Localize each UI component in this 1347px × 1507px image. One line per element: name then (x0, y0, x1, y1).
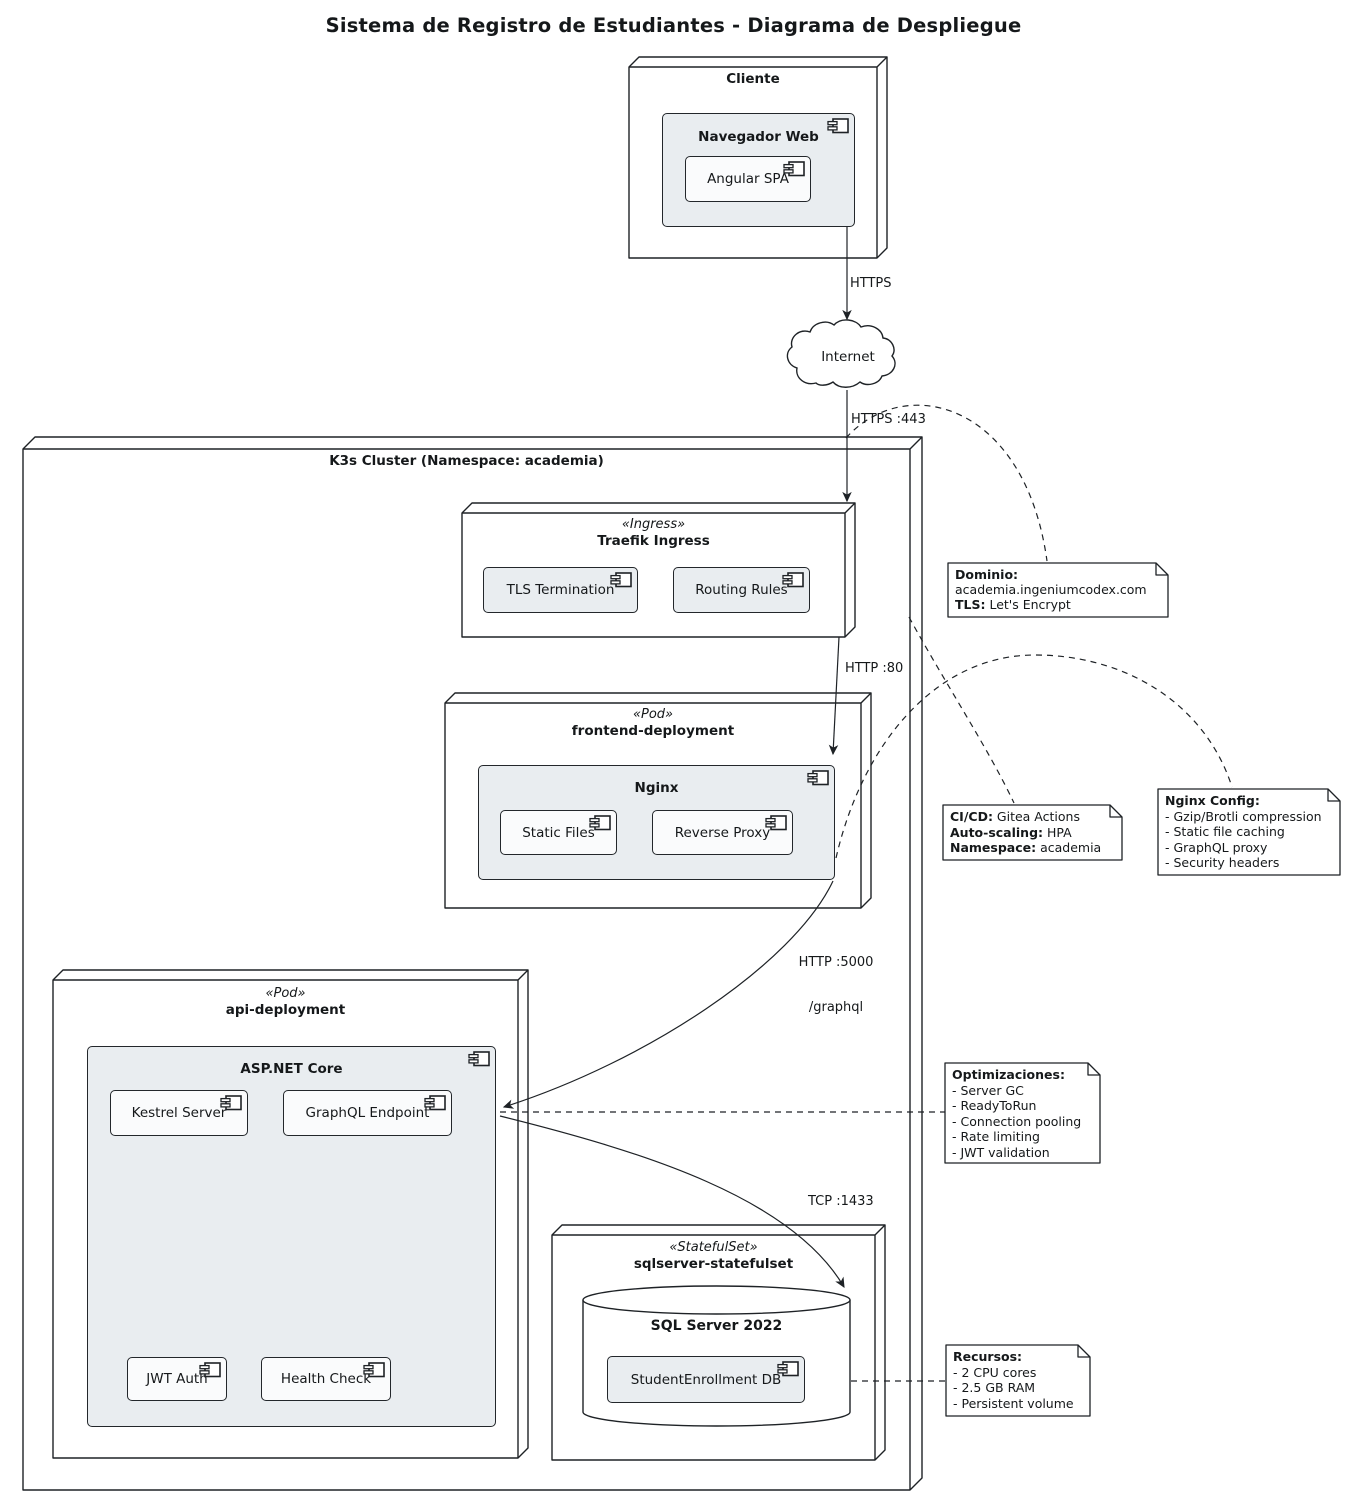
internet-cloud-label: Internet (821, 349, 875, 365)
component-label: Navegador Web (698, 129, 819, 145)
component-tls-termination: TLS Termination (483, 567, 638, 613)
edge-http-5000 (502, 880, 834, 1109)
stereotype: «StatefulSet» (669, 1240, 758, 1255)
stereotype: «Pod» (632, 707, 674, 722)
component-angular-spa: Angular SPA (685, 156, 811, 202)
connector-dominio-note (845, 404, 1048, 562)
component-static-files: Static Files (500, 810, 617, 855)
node-cluster-label: K3s Cluster (Namespace: academia) (329, 453, 604, 469)
component-label: Health Check (280, 1371, 372, 1387)
database-label: SQL Server 2022 (650, 1318, 783, 1334)
component-icon (765, 815, 787, 831)
note-line: Optimizaciones: (952, 1067, 1065, 1082)
connector-cicd-note (908, 616, 1015, 804)
note-line: academia.ingeniumcodex.com (955, 582, 1147, 597)
component-label: Kestrel Server (131, 1105, 227, 1121)
component-icon (199, 1362, 221, 1378)
note-dominio-shape (947, 562, 1169, 618)
component-icon (782, 572, 804, 588)
stereotype: «Ingress» (621, 517, 686, 532)
note-line: - Static file caching (1165, 824, 1285, 839)
component-icon (363, 1362, 385, 1378)
component-icon (424, 1095, 446, 1111)
note-nginx-config: Nginx Config:- Gzip/Brotli compression- … (1158, 789, 1340, 875)
component-icon (610, 572, 632, 588)
note-line: - JWT validation (952, 1144, 1050, 1160)
note-line: - GraphQL proxy (1165, 839, 1268, 855)
component-label: Nginx (634, 780, 679, 796)
note-line: - 2 CPU cores (953, 1364, 1037, 1380)
component-icon (777, 1361, 799, 1377)
note-line: Auto-scaling: HPA (950, 824, 1072, 840)
component-student-enrollment-db: StudentEnrollment DB (607, 1356, 805, 1403)
component-label: ASP.NET Core (240, 1061, 343, 1077)
component-icon (589, 815, 611, 831)
node-api-label: «Pod» api-deployment (53, 986, 518, 1019)
component-label: StudentEnrollment DB (630, 1371, 782, 1388)
component-reverse-proxy: Reverse Proxy (652, 810, 793, 855)
note-recursos: Recursos:- 2 CPU cores- 2.5 GB RAM- Pers… (946, 1345, 1090, 1415)
node-traefik-label: «Ingress» Traefik Ingress (462, 517, 845, 550)
connector-nginx-config-note (835, 654, 1233, 859)
stereotype: «Pod» (265, 986, 306, 1001)
component-kestrel-server: Kestrel Server (110, 1090, 248, 1136)
edge-label-http-5000: HTTP :5000 /graphql (798, 955, 874, 1015)
note-line: TLS: Let's Encrypt (955, 597, 1071, 612)
note-line: - Gzip/Brotli compression (1165, 808, 1322, 824)
component-icon (807, 770, 829, 786)
node-frontend-label: «Pod» frontend-deployment (445, 707, 861, 740)
note-line: Recursos: (953, 1349, 1023, 1364)
edge-label-tcp-1433: TCP :1433 (808, 1194, 874, 1209)
note-line: Dominio: (955, 567, 1019, 582)
node-cliente-label: Cliente (726, 71, 780, 87)
component-icon (827, 118, 849, 134)
component-label: Static Files (522, 824, 595, 841)
note-line: Namespace: academia (950, 840, 1102, 855)
note-line: - Server GC (952, 1082, 1024, 1098)
component-label: JWT Auth (146, 1371, 208, 1387)
note-cicd-shape (942, 804, 1123, 861)
note-line: - Rate limiting (952, 1129, 1040, 1144)
component-icon (468, 1051, 490, 1067)
edge-label-https-443: HTTPS :443 (851, 412, 926, 427)
component-icon (220, 1095, 242, 1111)
internet-cloud (786, 319, 896, 388)
note-optimizaciones-shape (944, 1062, 1101, 1164)
component-label: Angular SPA (707, 171, 789, 187)
edge-label-http-80: HTTP :80 (845, 661, 904, 676)
note-line: - Persistent volume (953, 1395, 1074, 1411)
edge-tcp-1433 (499, 1115, 845, 1289)
diagram-title: Sistema de Registro de Estudiantes - Dia… (325, 14, 1022, 37)
note-line: - Connection pooling (952, 1113, 1082, 1129)
component-icon (783, 161, 805, 177)
component-routing-rules: Routing Rules (673, 567, 810, 613)
note-line: - Security headers (1165, 855, 1280, 870)
edge-label-https: HTTPS (850, 276, 892, 291)
edge-http-80 (828, 636, 840, 756)
component-label: GraphQL Endpoint (305, 1105, 430, 1121)
note-line: - ReadyToRun (952, 1098, 1037, 1113)
note-line: - 2.5 GB RAM (953, 1380, 1036, 1395)
note-recursos-shape (945, 1344, 1091, 1417)
component-graphql-endpoint: GraphQL Endpoint (283, 1090, 452, 1136)
note-line: Nginx Config: (1165, 793, 1260, 808)
component-label: Routing Rules (695, 582, 788, 598)
component-health-check: Health Check (261, 1357, 391, 1401)
component-label: TLS Termination (506, 582, 615, 598)
component-label: Reverse Proxy (674, 824, 771, 841)
note-optimizaciones: Optimizaciones:- Server GC- ReadyToRun- … (945, 1063, 1100, 1164)
note-nginx-config-shape (1157, 788, 1341, 876)
node-sqlserver-label: «StatefulSet» sqlserver-statefulset (552, 1240, 875, 1273)
component-jwt-auth: JWT Auth (127, 1357, 227, 1401)
note-line: CI/CD: Gitea Actions (950, 809, 1080, 824)
